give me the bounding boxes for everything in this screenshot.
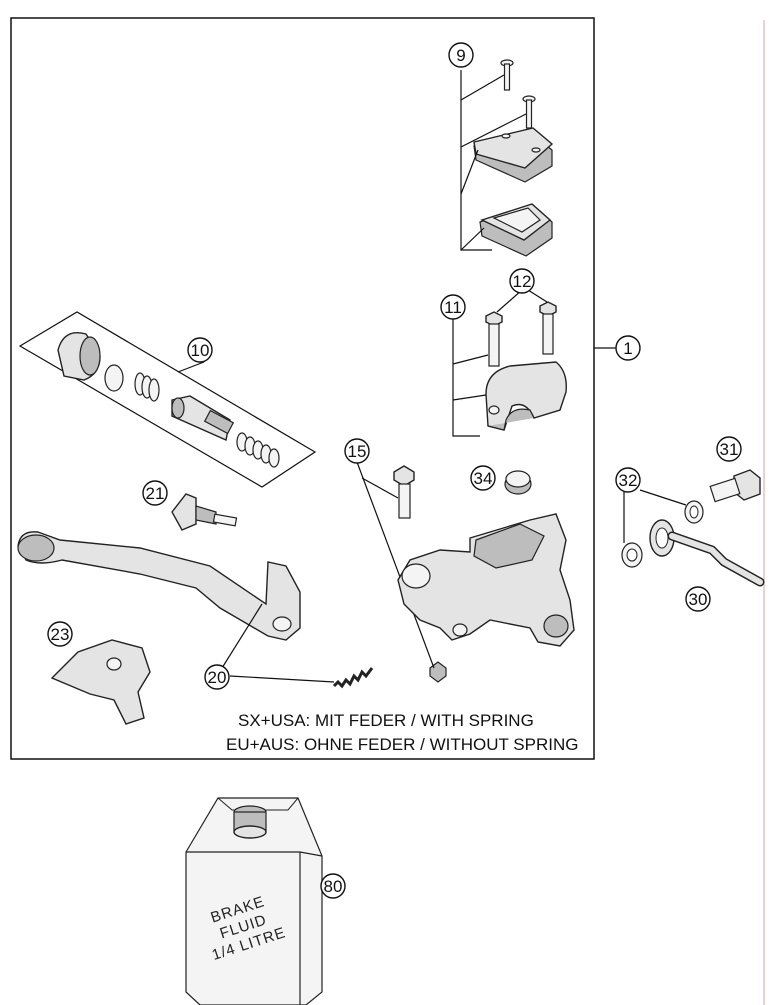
leader-line <box>639 489 687 506</box>
part-11-group <box>452 289 567 437</box>
callout-15: 15 <box>344 438 370 464</box>
part-9-group <box>460 59 554 257</box>
part-32-washer <box>621 542 643 568</box>
callout-80-label: 80 <box>324 877 343 896</box>
callout-30-label: 30 <box>689 590 708 609</box>
callout-20: 20 <box>204 664 230 690</box>
clamp-bolt <box>485 311 503 367</box>
callout-10-label: 10 <box>191 341 210 360</box>
callout-32-label: 32 <box>619 471 638 490</box>
leader-line <box>229 675 335 683</box>
cover-screw <box>500 59 514 91</box>
part-34-plug <box>504 470 532 495</box>
callout-23: 23 <box>47 621 73 647</box>
assembly-frame <box>10 17 595 760</box>
callout-21-label: 21 <box>146 484 165 503</box>
clamp-bolt <box>539 301 557 355</box>
piston-seal-spring <box>134 372 160 402</box>
callout-20-label: 20 <box>208 668 227 687</box>
part-32-washer <box>684 500 704 524</box>
handlebar-clamp <box>485 361 567 431</box>
piston-boot <box>57 332 101 381</box>
callout-9-label: 9 <box>456 46 465 65</box>
part-31-banjo-bolt <box>709 469 761 503</box>
part-15-pivot <box>356 461 447 683</box>
callout-23-label: 23 <box>51 625 70 644</box>
callout-34: 34 <box>470 465 496 491</box>
callout-30: 30 <box>685 586 711 612</box>
callout-12-label: 12 <box>513 272 532 291</box>
callout-1: 1 <box>615 335 641 361</box>
note-no-spring-line: EU+AUS: OHNE FEDER / WITHOUT SPRING <box>226 735 578 754</box>
part-20-lever <box>17 531 301 641</box>
callout-11: 11 <box>440 294 466 320</box>
callout-9: 9 <box>448 42 474 68</box>
callout-32: 32 <box>615 467 641 493</box>
cover-diaphragm <box>479 203 553 257</box>
reservoir-cover <box>473 127 554 183</box>
callout-21: 21 <box>142 480 168 506</box>
brake-fluid-bottle: BRAKE FLUID 1/4 LITRE <box>185 797 323 1005</box>
lever-spring <box>332 667 374 689</box>
note-spring-line: SX+USA: MIT FEDER / WITH SPRING <box>238 711 534 730</box>
callout-11-label: 11 <box>444 298 462 317</box>
master-cylinder-body <box>397 513 575 647</box>
part-30-brake-hose <box>649 519 765 587</box>
callout-12: 12 <box>509 268 535 294</box>
cover-screw <box>522 95 536 129</box>
callout-31: 31 <box>716 436 742 462</box>
callout-31-label: 31 <box>720 440 739 459</box>
callout-15-label: 15 <box>348 442 367 461</box>
part-10-group <box>18 311 317 488</box>
piston <box>171 395 235 441</box>
callout-1-label: 1 <box>623 339 632 358</box>
callout-34-label: 34 <box>474 469 493 488</box>
return-spring <box>236 432 280 468</box>
part-21-adjuster <box>171 493 238 531</box>
callout-80: 80 <box>320 873 346 899</box>
circlip <box>104 364 124 392</box>
leader-line <box>177 361 205 373</box>
callout-10: 10 <box>187 337 213 363</box>
part-23-guard <box>50 639 151 725</box>
leader-line <box>221 603 263 669</box>
